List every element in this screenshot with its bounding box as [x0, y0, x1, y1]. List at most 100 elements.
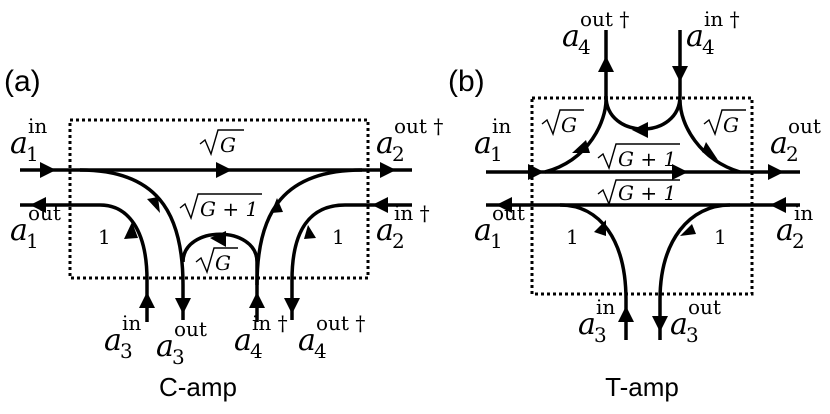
svg-text:a: a: [686, 19, 704, 54]
svg-text:in: in: [122, 311, 141, 335]
panel-b-gain-sqrtG-right: G: [703, 109, 746, 137]
svg-text:4: 4: [578, 35, 591, 59]
panel-b-wire-a2in-a3out: [658, 203, 731, 340]
panel-b-arrow-right-curve: [680, 224, 696, 236]
panel-b-wire-a4indag-a2out: [678, 99, 741, 174]
panel-b-arrow-right-down: [702, 142, 718, 160]
svg-text:a: a: [578, 307, 596, 342]
panel-b-gain-one-left: 1: [566, 225, 579, 249]
panel-a-arrow-left-curve: [124, 222, 138, 239]
label-b-a1-in: a 1 in: [474, 114, 511, 166]
label-b-a3-out: a 3 out: [670, 295, 721, 347]
panel-b-arrow-arch: [632, 122, 648, 138]
panel-b-gain-sqrtG1-lower: G + 1: [597, 179, 680, 207]
label-a4-in-dag: a 4 in †: [234, 311, 288, 363]
panel-b-arch: [604, 30, 682, 131]
svg-text:G: G: [561, 113, 577, 137]
svg-text:1: 1: [490, 142, 503, 166]
svg-text:out: out: [28, 201, 61, 225]
svg-text:a: a: [670, 307, 688, 342]
svg-text:a: a: [298, 323, 316, 358]
svg-text:a: a: [376, 213, 394, 248]
svg-text:a: a: [10, 213, 28, 248]
panel-a-arrow-a1out: [30, 197, 46, 213]
svg-text:in †: in †: [252, 311, 288, 335]
panel-a-caption: C-amp: [159, 372, 237, 402]
svg-text:4: 4: [250, 339, 263, 363]
panel-a-gain-one-right: 1: [332, 225, 345, 249]
svg-text:3: 3: [594, 323, 607, 347]
panel-b: (b) G: [448, 7, 821, 402]
label-a4-out-dag: a 4 out †: [298, 311, 365, 363]
svg-text:out †: out †: [394, 114, 443, 138]
svg-text:a: a: [474, 213, 492, 248]
panel-a-arrow-right-up: [271, 198, 283, 213]
panel-b-amplifier-box: [530, 96, 754, 296]
svg-text:in: in: [28, 114, 47, 138]
panel-b-arrow-a3in: [618, 306, 634, 322]
panel-b-arrow-a2out: [768, 164, 784, 180]
svg-text:2: 2: [786, 142, 799, 166]
label-a2-in-dag: a 2 in †: [376, 201, 430, 253]
panel-b-gain-sqrtG1-upper: G + 1: [597, 143, 680, 171]
svg-text:G + 1: G + 1: [618, 181, 676, 205]
svg-text:out: out: [492, 201, 525, 225]
label-a1-in: a 1 in: [10, 114, 47, 166]
svg-text:3: 3: [172, 345, 185, 369]
panel-b-caption: T-amp: [605, 372, 679, 402]
svg-text:out †: out †: [580, 7, 629, 31]
panel-a-gain-sqrtG1: G + 1: [179, 193, 262, 221]
panel-b-gain-one-right: 1: [714, 225, 727, 249]
svg-text:a: a: [156, 329, 174, 364]
panel-a-arrow-a2indag: [372, 197, 388, 213]
svg-text:3: 3: [686, 323, 699, 347]
label-a3-out: a 3 out: [156, 317, 207, 369]
panel-a: (a) G G + 1: [4, 65, 443, 402]
svg-text:G + 1: G + 1: [618, 147, 676, 171]
panel-b-arrow-a1out: [496, 197, 512, 213]
panel-a-gain-sqrtG-top: G: [199, 129, 244, 157]
svg-text:G: G: [220, 133, 236, 157]
label-b-a1-out: a 1 out: [474, 201, 525, 253]
svg-text:1: 1: [26, 142, 39, 166]
svg-text:4: 4: [314, 339, 327, 363]
label-a1-out: a 1 out: [10, 201, 61, 253]
svg-text:a: a: [776, 213, 794, 248]
svg-text:1: 1: [26, 229, 39, 253]
svg-text:a: a: [104, 323, 122, 358]
svg-text:out: out: [174, 317, 207, 341]
panel-b-arrow-a4indag: [672, 66, 688, 82]
label-a3-in: a 3 in: [104, 311, 141, 363]
panel-a-arrow-a3in: [139, 292, 155, 308]
svg-text:in: in: [596, 295, 615, 319]
svg-text:2: 2: [392, 142, 405, 166]
panel-a-wire-a1in-a3out: [79, 168, 185, 320]
panel-a-arrow-a4indag: [249, 292, 265, 308]
panel-a-label: (a): [4, 65, 41, 98]
svg-text:2: 2: [792, 229, 805, 253]
svg-text:out: out: [688, 295, 721, 319]
panel-a-wire-a3in-a1out: [20, 203, 149, 322]
svg-text:a: a: [376, 126, 394, 161]
panel-b-arrow-left-up: [572, 140, 590, 153]
svg-text:G: G: [215, 251, 231, 275]
panel-b-wire-a3in-a1out: [559, 203, 628, 340]
svg-text:in: in: [492, 114, 511, 138]
panel-a-arrow-a3out: [175, 298, 191, 314]
label-b-a2-in: a 2 in: [776, 201, 813, 253]
svg-text:1: 1: [490, 229, 503, 253]
panel-a-arrow-to-a3out: [147, 197, 160, 213]
label-b-a3-in: a 3 in: [578, 295, 615, 347]
panel-a-wire-a2indag-a4outdag: [290, 203, 412, 320]
svg-text:a: a: [10, 126, 28, 161]
svg-text:4: 4: [702, 35, 715, 59]
panel-a-arrow-a1in: [40, 162, 56, 178]
svg-text:in †: in †: [394, 201, 430, 225]
label-a2-out-dag: a 2 out †: [376, 114, 443, 166]
svg-text:a: a: [234, 323, 252, 358]
svg-text:2: 2: [392, 229, 405, 253]
svg-text:out †: out †: [316, 311, 365, 335]
panel-b-arrow-a4outdag: [598, 56, 614, 72]
